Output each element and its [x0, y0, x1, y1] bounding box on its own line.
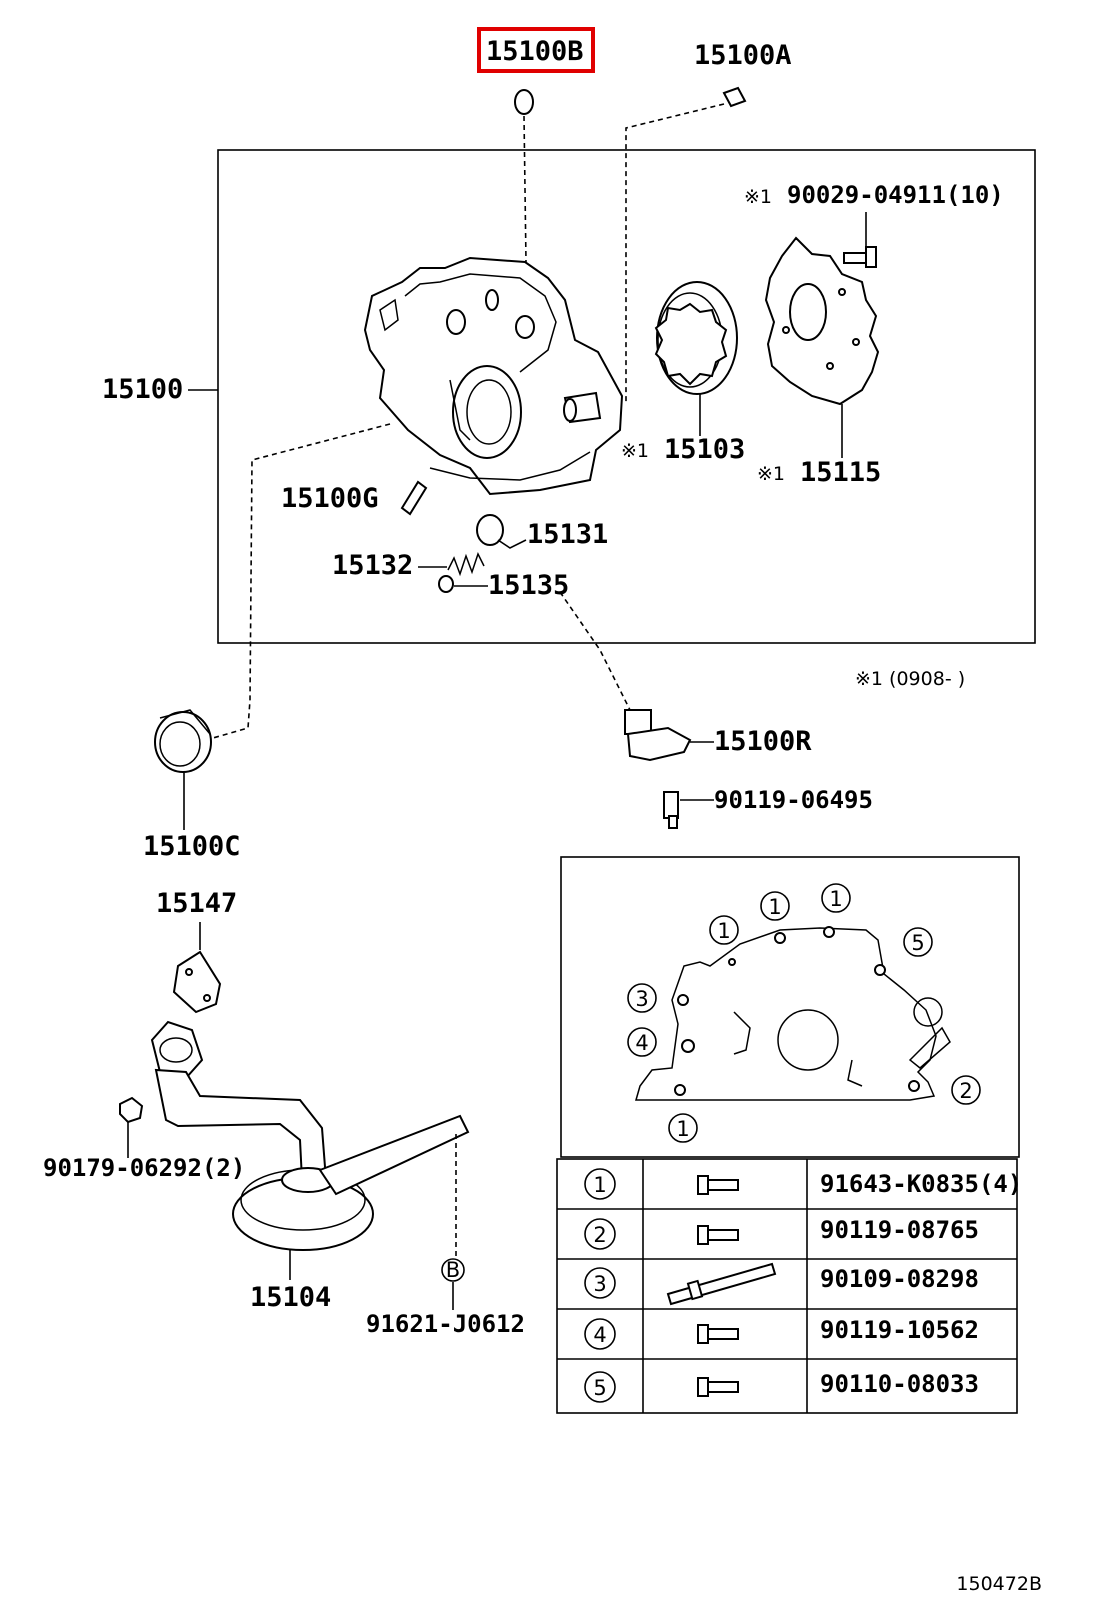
oil-pump-body-part[interactable]: [363, 256, 624, 496]
dowel-pin-part[interactable]: [722, 86, 747, 108]
part-number: 90110-08033: [820, 1370, 979, 1398]
svg-text:1: 1: [768, 895, 781, 919]
callout-15135[interactable]: 15135: [488, 570, 569, 601]
callout-15103[interactable]: 15103: [664, 434, 745, 465]
table-row[interactable]: 1 91643-K0835(4): [584, 1168, 1022, 1200]
table-row[interactable]: 4 90119-10562: [584, 1316, 979, 1350]
callout-15100B[interactable]: 15100B: [486, 36, 584, 67]
table-row[interactable]: 3 90109-08298: [584, 1262, 979, 1306]
callout-15115[interactable]: 15115: [800, 457, 881, 488]
row-key: 2: [593, 1223, 606, 1247]
rotor-15103-part[interactable]: [654, 281, 738, 395]
gasket-15147-part[interactable]: [172, 950, 222, 1014]
nut-90179-part[interactable]: [119, 1096, 144, 1124]
callout-90029-04911[interactable]: 90029-04911(10): [787, 181, 1004, 209]
callout-15131[interactable]: 15131: [527, 519, 608, 550]
bolt-table: [556, 1158, 1018, 1414]
sensor-15100R-part[interactable]: [624, 709, 692, 762]
inset-callout-1a[interactable]: 1: [709, 915, 739, 945]
svg-text:5: 5: [911, 931, 924, 955]
flange-bolt-icon: [697, 1175, 739, 1195]
inset-callout-1b[interactable]: 1: [760, 891, 790, 921]
callout-15100C[interactable]: 15100C: [143, 831, 241, 862]
row-key: 3: [593, 1272, 606, 1296]
svg-text:1: 1: [676, 1117, 689, 1141]
callout-15100A[interactable]: 15100A: [694, 40, 792, 71]
callout-91621-J0612[interactable]: 91621-J0612: [366, 1310, 525, 1338]
inset-callout-2[interactable]: 2: [951, 1075, 981, 1105]
callout-15100R[interactable]: 15100R: [714, 726, 812, 757]
row-key: 4: [593, 1323, 606, 1347]
row-key: 5: [593, 1376, 606, 1400]
bolt-90029-part[interactable]: [843, 246, 877, 268]
asterisk-mark: ※1: [744, 186, 772, 208]
stud-bolt-icon: [666, 1262, 777, 1306]
bolt-90119-06495-part[interactable]: [663, 791, 679, 829]
asterisk-mark: ※1: [757, 463, 785, 485]
part-number: 90109-08298: [820, 1265, 979, 1293]
inset-callout-1c[interactable]: 1: [821, 883, 851, 913]
callout-15132[interactable]: 15132: [332, 550, 413, 581]
circle-b-mark: [441, 1258, 465, 1282]
figure-code: 150472B: [956, 1573, 1042, 1595]
table-row[interactable]: 2 90119-08765: [584, 1216, 979, 1250]
inset-callout-5[interactable]: 5: [903, 927, 933, 957]
spring-15132-part[interactable]: [447, 552, 485, 577]
oil-strainer-15104-part[interactable]: [150, 1020, 470, 1251]
oil-seal-15100C-part[interactable]: [154, 709, 212, 773]
svg-text:1: 1: [829, 887, 842, 911]
plug-15135-part[interactable]: [438, 575, 454, 593]
inset-callout-3[interactable]: 3: [627, 983, 657, 1013]
callout-15100[interactable]: 15100: [102, 374, 183, 405]
callout-15100G[interactable]: 15100G: [281, 483, 379, 514]
flange-bolt-icon: [697, 1377, 739, 1397]
inset-callout-1d[interactable]: 1: [668, 1113, 698, 1143]
svg-text:2: 2: [959, 1079, 972, 1103]
date-note: ※1 (0908- ): [855, 668, 965, 690]
svg-text:3: 3: [635, 987, 648, 1011]
callout-15104[interactable]: 15104: [250, 1282, 331, 1313]
relief-valve-15131-part[interactable]: [476, 514, 504, 546]
svg-text:1: 1: [717, 919, 730, 943]
part-number: 91643-K0835(4): [820, 1170, 1022, 1198]
part-number: 90119-08765: [820, 1216, 979, 1244]
callout-90179-06292[interactable]: 90179-06292(2): [43, 1154, 245, 1182]
row-key: 1: [593, 1173, 606, 1197]
flange-bolt-icon: [697, 1324, 739, 1344]
svg-text:4: 4: [635, 1031, 648, 1055]
inset-callout-4[interactable]: 4: [627, 1027, 657, 1057]
bolt-location-inset: [560, 856, 1020, 1158]
table-row[interactable]: 5 90110-08033: [584, 1370, 979, 1403]
circle-b-label: B: [446, 1258, 460, 1282]
o-ring-part[interactable]: [514, 89, 534, 115]
callout-15147[interactable]: 15147: [156, 888, 237, 919]
asterisk-mark: ※1: [621, 440, 649, 462]
assembly-box-15100: [217, 149, 1036, 644]
cover-plate-15115-part[interactable]: [764, 236, 880, 406]
callout-90119-06495[interactable]: 90119-06495: [714, 786, 873, 814]
highlight-box-15100B: [477, 27, 595, 73]
stud-15100G-part[interactable]: [400, 480, 428, 516]
part-number: 90119-10562: [820, 1316, 979, 1344]
flange-bolt-icon: [697, 1225, 739, 1245]
pump-outline-inset: [635, 926, 951, 1101]
